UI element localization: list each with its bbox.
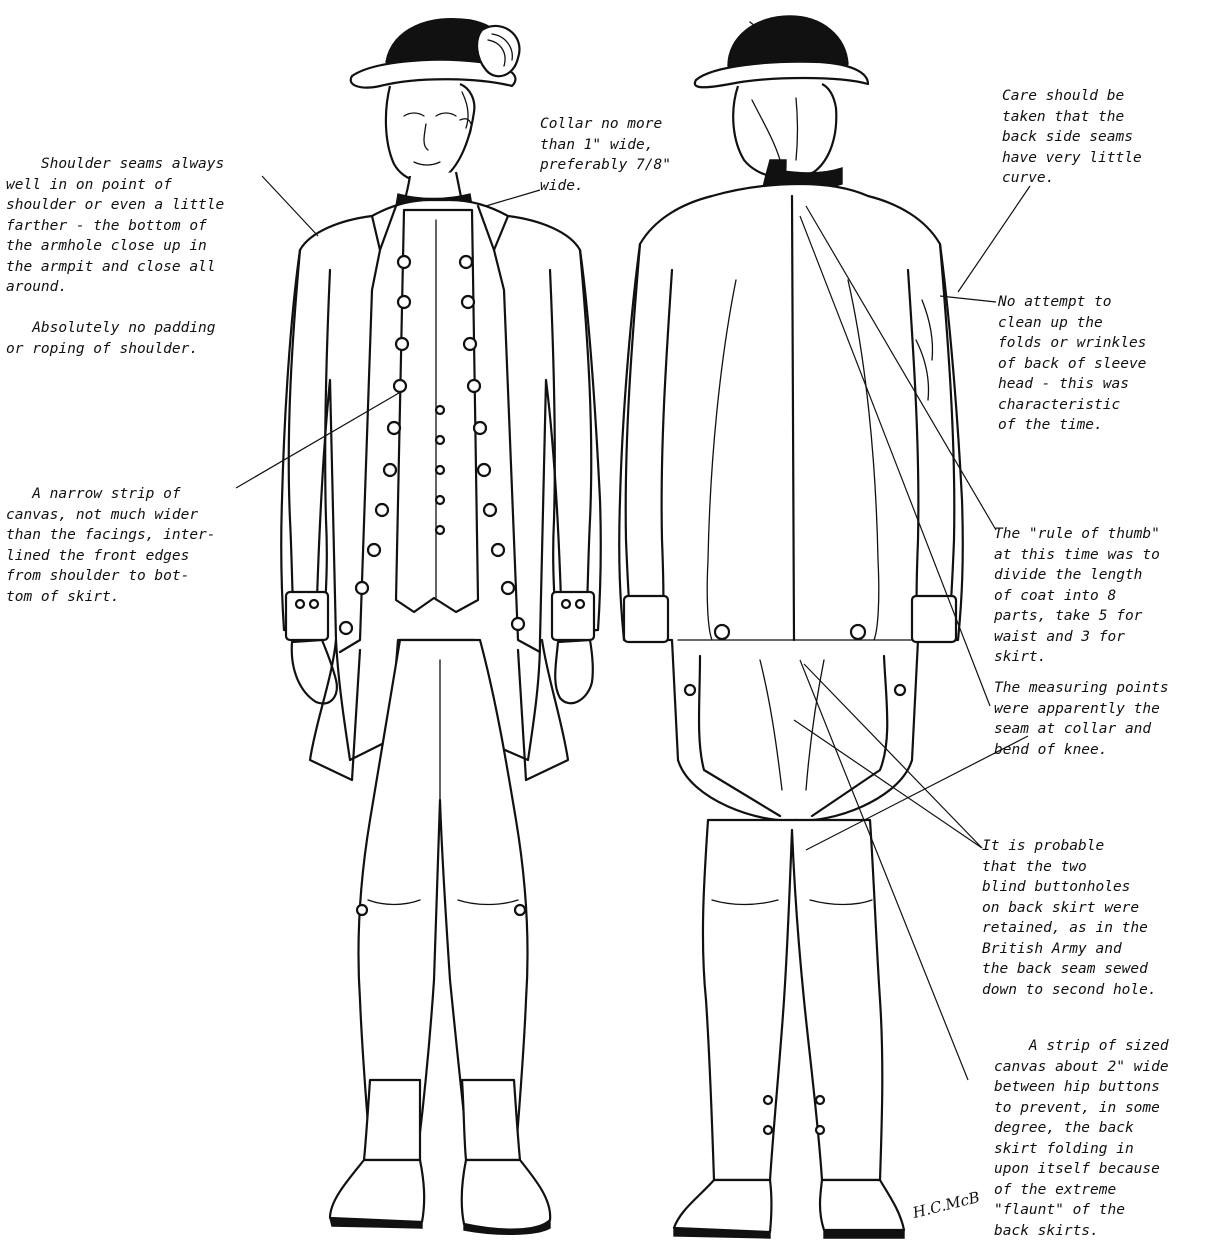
note-collar: Collar no more than 1" wide, preferably … bbox=[540, 114, 671, 196]
note-shoulder-seams: Shoulder seams always well in on point o… bbox=[6, 154, 224, 298]
leader-sleeve-head bbox=[940, 296, 996, 302]
leader-collar bbox=[486, 190, 540, 206]
back-view-figure bbox=[619, 16, 963, 1238]
back-hat bbox=[695, 16, 868, 87]
note-sleeve-head: No attempt to clean up the folds or wrin… bbox=[998, 292, 1146, 436]
note-sized-canvas: A strip of sized canvas about 2" wide be… bbox=[994, 1036, 1169, 1241]
back-legs bbox=[674, 820, 904, 1238]
leader-back-seams bbox=[958, 186, 1030, 292]
note-rule-of-thumb: The "rule of thumb" at this time was to … bbox=[994, 524, 1160, 668]
front-head bbox=[386, 84, 474, 182]
front-view-figure bbox=[281, 19, 601, 1235]
note-buttonholes: It is probable that the two blind button… bbox=[982, 836, 1157, 1000]
front-hat bbox=[351, 19, 520, 88]
note-measuring-points: The measuring points were apparently the… bbox=[994, 678, 1169, 760]
note-canvas-strip-front: A narrow strip of canvas, not much wider… bbox=[6, 484, 216, 607]
note-back-seams: Care should be taken that the back side … bbox=[1002, 86, 1142, 189]
note-no-padding: Absolutely no padding or roping of shoul… bbox=[6, 318, 216, 359]
leader-shoulder bbox=[262, 176, 318, 236]
